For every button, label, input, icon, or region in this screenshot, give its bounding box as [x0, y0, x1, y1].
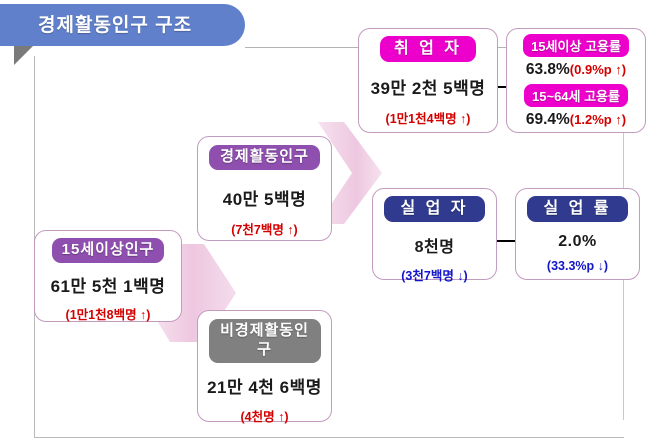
node-header-economically-active: 경제활동인구: [209, 145, 320, 170]
node-unemployed[interactable]: 실 업 자 8천명 (3천7백명 ↓): [372, 188, 497, 283]
node-employment-rates[interactable]: 15세이상 고용률 63.8%(0.9%p ↑) 15~64세 고용률 69.4…: [506, 28, 646, 133]
corner-triangle-decoration: [14, 45, 34, 65]
connector-employed-to-rates: [497, 86, 508, 88]
connector-chevron-right: [318, 112, 396, 234]
rate-delta-15plus: (0.9%p ↑): [569, 62, 627, 77]
rate-value-15-64: 69.4%(1.2%p ↑): [507, 111, 645, 129]
node-delta-unemployment-rate: (33.3%p ↓): [546, 259, 609, 273]
title-banner: [0, 4, 245, 46]
rate-delta-15-64: (1.2%p ↑): [569, 112, 627, 127]
node-employed[interactable]: 취 업 자 39만 2천 5백명 (1만1천4백명 ↑): [358, 28, 498, 133]
node-delta-population-15plus: (1만1천8백명 ↑): [65, 307, 151, 322]
node-header-employed: 취 업 자: [379, 36, 477, 62]
node-not-economically-active[interactable]: 비경제활동인 구 21만 4천 6백명 (4천명 ↑): [197, 310, 332, 424]
rate-header-15-64: 15~64세 고용률: [524, 84, 628, 107]
node-header-unemployed: 실 업 자: [384, 196, 485, 222]
node-header-not-economically-active: 비경제활동인 구: [208, 319, 321, 363]
node-value-unemployment-rate: 2.0%: [558, 233, 597, 250]
rate-header-15plus: 15세이상 고용률: [523, 34, 629, 57]
node-value-employed: 39만 2천 5백명: [370, 79, 486, 98]
node-value-population-15plus: 61만 5천 1백명: [50, 276, 166, 296]
node-header-unemployment-rate: 실 업 률: [527, 196, 628, 222]
corner-bottom-right-decoration: [600, 414, 630, 444]
node-delta-unemployed: (3천7백명 ↓): [401, 269, 468, 283]
rate-value-15plus-number: 63.8%: [525, 61, 570, 78]
frame-bottom-border: [34, 437, 624, 438]
node-value-unemployed: 8천명: [414, 239, 455, 256]
connector-unemployed-to-rate: [495, 240, 517, 242]
node-population-15plus[interactable]: 15세이상인구 61만 5천 1백명 (1만1천8백명 ↑): [34, 230, 182, 322]
page-title: 경제활동인구 구조: [38, 15, 193, 36]
node-value-economically-active: 40만 5백명: [222, 189, 307, 209]
node-unemployment-rate[interactable]: 실 업 률 2.0% (33.3%p ↓): [515, 188, 640, 280]
rate-value-15-64-number: 69.4%: [525, 111, 570, 128]
node-value-not-economically-active: 21만 4천 6백명: [207, 377, 322, 397]
node-delta-employed: (1만1천4백명 ↑): [385, 112, 471, 126]
node-delta-not-economically-active: (4천명 ↑): [240, 409, 289, 424]
node-economically-active[interactable]: 경제활동인구 40만 5백명 (7천7백명 ↑): [197, 136, 332, 241]
node-delta-economically-active: (7천7백명 ↑): [231, 222, 298, 237]
node-header-population-15plus: 15세이상인구: [51, 238, 165, 263]
rate-value-15plus: 63.8%(0.9%p ↑): [507, 61, 645, 79]
